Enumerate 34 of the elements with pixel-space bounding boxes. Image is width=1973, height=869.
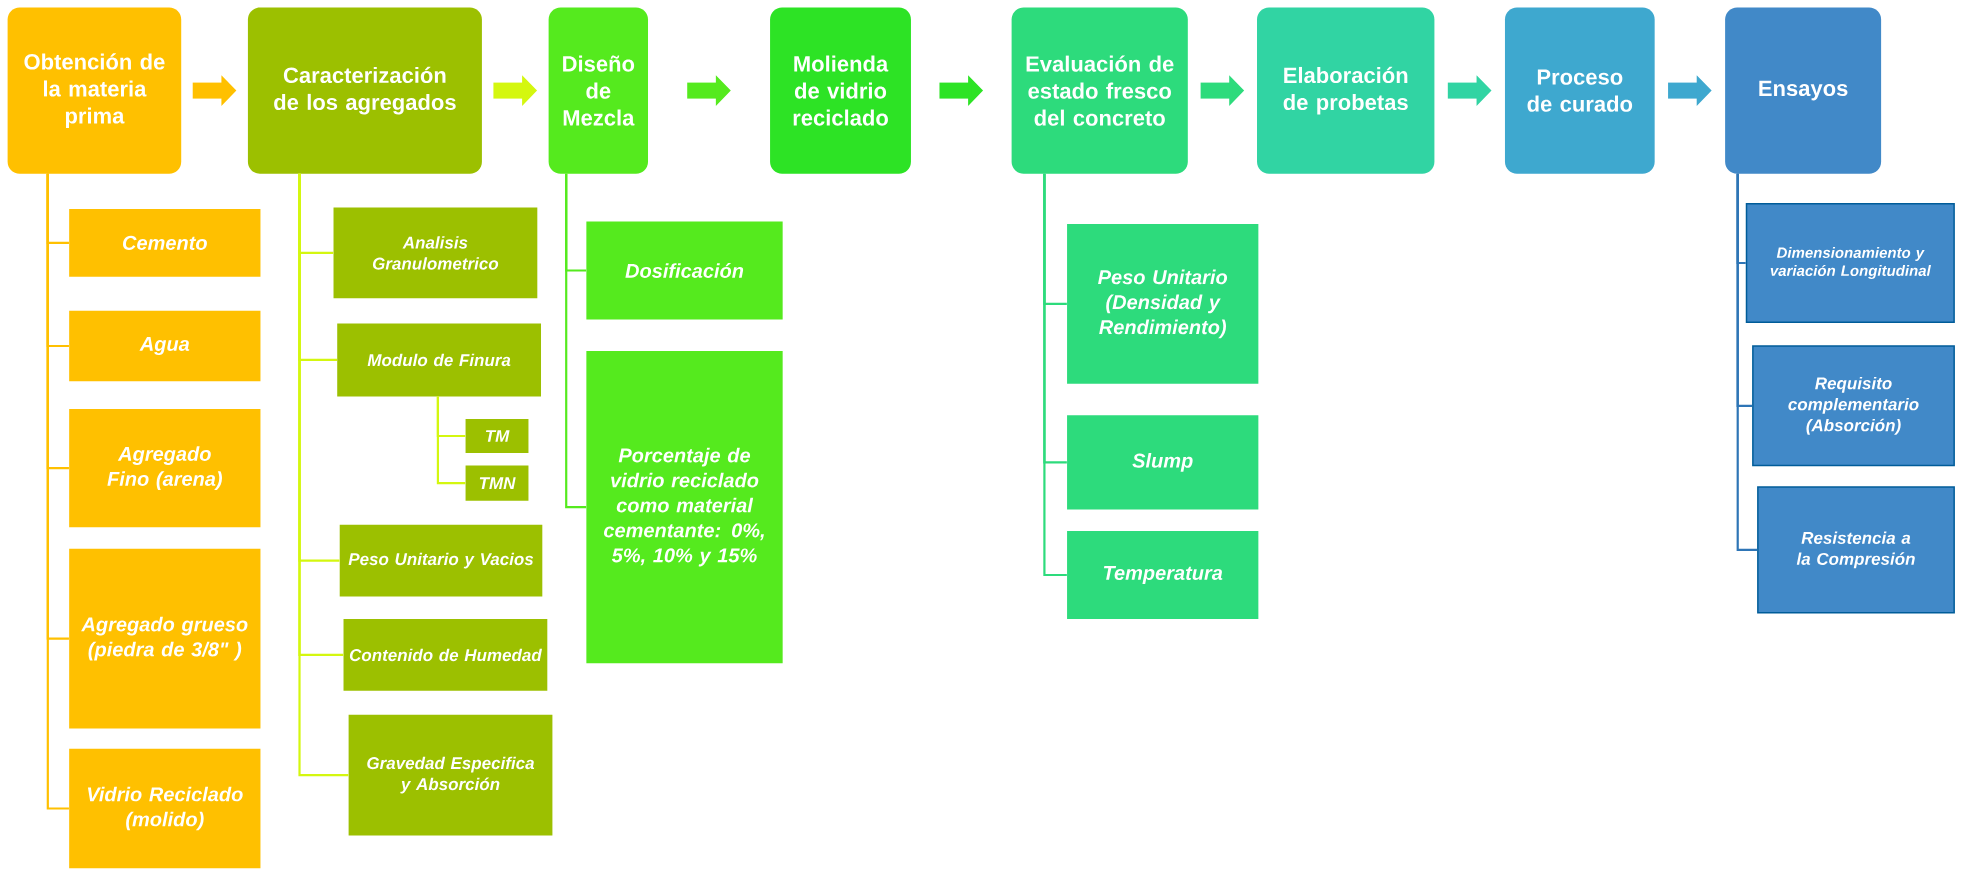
connector-line — [298, 173, 349, 777]
sub-item-box: Porcentaje de vidrio reciclado como material cementante: 0%, 5%, 10% y 15% — [586, 351, 783, 664]
sub-item-box: Peso Unitario (Densidad y Rendimiento) — [1067, 224, 1259, 384]
step-box: Ensayos — [1725, 7, 1882, 174]
sub-item-box: Dosificación — [586, 221, 783, 320]
sub-item-box: Peso Unitario y Vacios — [339, 524, 543, 597]
connector-line — [565, 173, 587, 509]
sub-item-box: Cemento — [69, 208, 261, 277]
sub-item-box: Slump — [1067, 415, 1259, 510]
sub-item-box: Agua — [69, 310, 261, 382]
step-box: Obtención de la materia prima — [7, 7, 182, 174]
sub-item-box: Analisis Granulometrico — [333, 207, 538, 299]
step-box: Elaboración de probetas — [1257, 7, 1435, 174]
connector-line — [46, 173, 69, 810]
sub-item-box: TMN — [465, 465, 529, 501]
sub-item-box: Vidrio Reciclado (molido) — [69, 748, 261, 869]
connector-line — [1043, 173, 1067, 577]
connector-line — [1736, 173, 1758, 551]
step-box: Proceso de curado — [1504, 7, 1655, 174]
sub-item-box: Modulo de Finura — [337, 323, 541, 397]
sub-item-box: Agregado Fino (arena) — [69, 408, 261, 528]
sub-item-box: TM — [465, 419, 529, 453]
sub-item-box: Contenido de Humedad — [343, 619, 548, 691]
sub-item-box: Requisito complementario (Absorción) — [1752, 345, 1955, 467]
step-box: Molienda de vidrio reciclado — [770, 7, 911, 174]
step-box: Caracterización de los agregados — [247, 7, 482, 174]
connector-line — [436, 396, 466, 485]
sub-item-box: Agregado grueso (piedra de 3/8" ) — [69, 548, 261, 729]
step-box: Diseño de Mezcla — [548, 7, 648, 174]
sub-item-box: Gravedad Especifica y Absorción — [348, 714, 553, 836]
sub-item-box: Dimensionamiento y variación Longitudinal — [1745, 203, 1955, 323]
step-box: Evaluación de estado fresco del concreto — [1011, 7, 1188, 174]
sub-item-box: Resistencia a la Compresión — [1757, 486, 1955, 614]
sub-item-box: Temperatura — [1067, 530, 1259, 620]
